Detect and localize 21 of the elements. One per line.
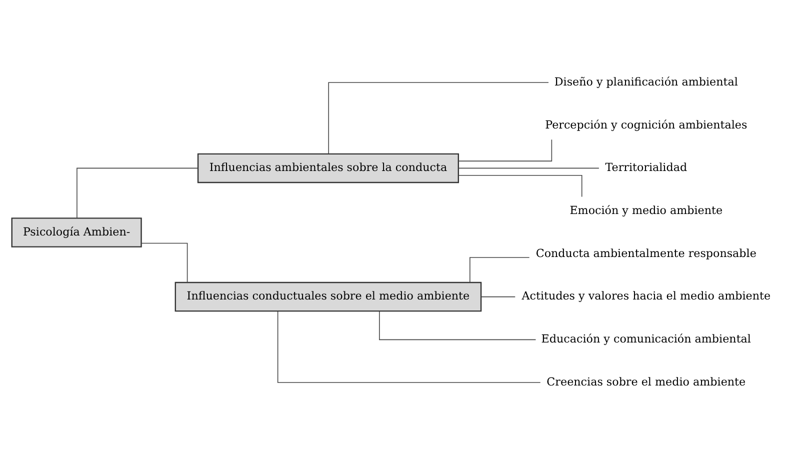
node-box: Psicología Ambien- bbox=[11, 218, 142, 248]
connector bbox=[480, 296, 516, 298]
connector bbox=[277, 310, 541, 383]
node-text: Emoción y medio ambiente bbox=[570, 204, 723, 218]
connector bbox=[470, 257, 530, 283]
node-text: Percepción y cognición ambientales bbox=[545, 118, 748, 132]
connector bbox=[328, 82, 549, 154]
connector bbox=[458, 139, 552, 162]
connector bbox=[458, 168, 600, 169]
node-text: Actitudes y valores hacia el medio ambiente bbox=[522, 290, 771, 303]
node-text: Territorialidad bbox=[605, 161, 688, 174]
node-box: Influencias conductuales sobre el medio ambiente bbox=[174, 282, 482, 312]
connector bbox=[76, 168, 198, 218]
node-text: Conducta ambientalmente responsable bbox=[536, 246, 756, 260]
connector bbox=[379, 310, 536, 340]
connector bbox=[458, 174, 582, 198]
connector bbox=[140, 242, 188, 283]
node-text: Educación y comunicación ambiental bbox=[541, 332, 751, 346]
node-box: Influencias ambientales sobre la conducta bbox=[197, 153, 459, 184]
node-text: Diseño y planificación ambiental bbox=[554, 75, 738, 88]
node-text: Creencias sobre el medio ambiente bbox=[546, 375, 746, 388]
